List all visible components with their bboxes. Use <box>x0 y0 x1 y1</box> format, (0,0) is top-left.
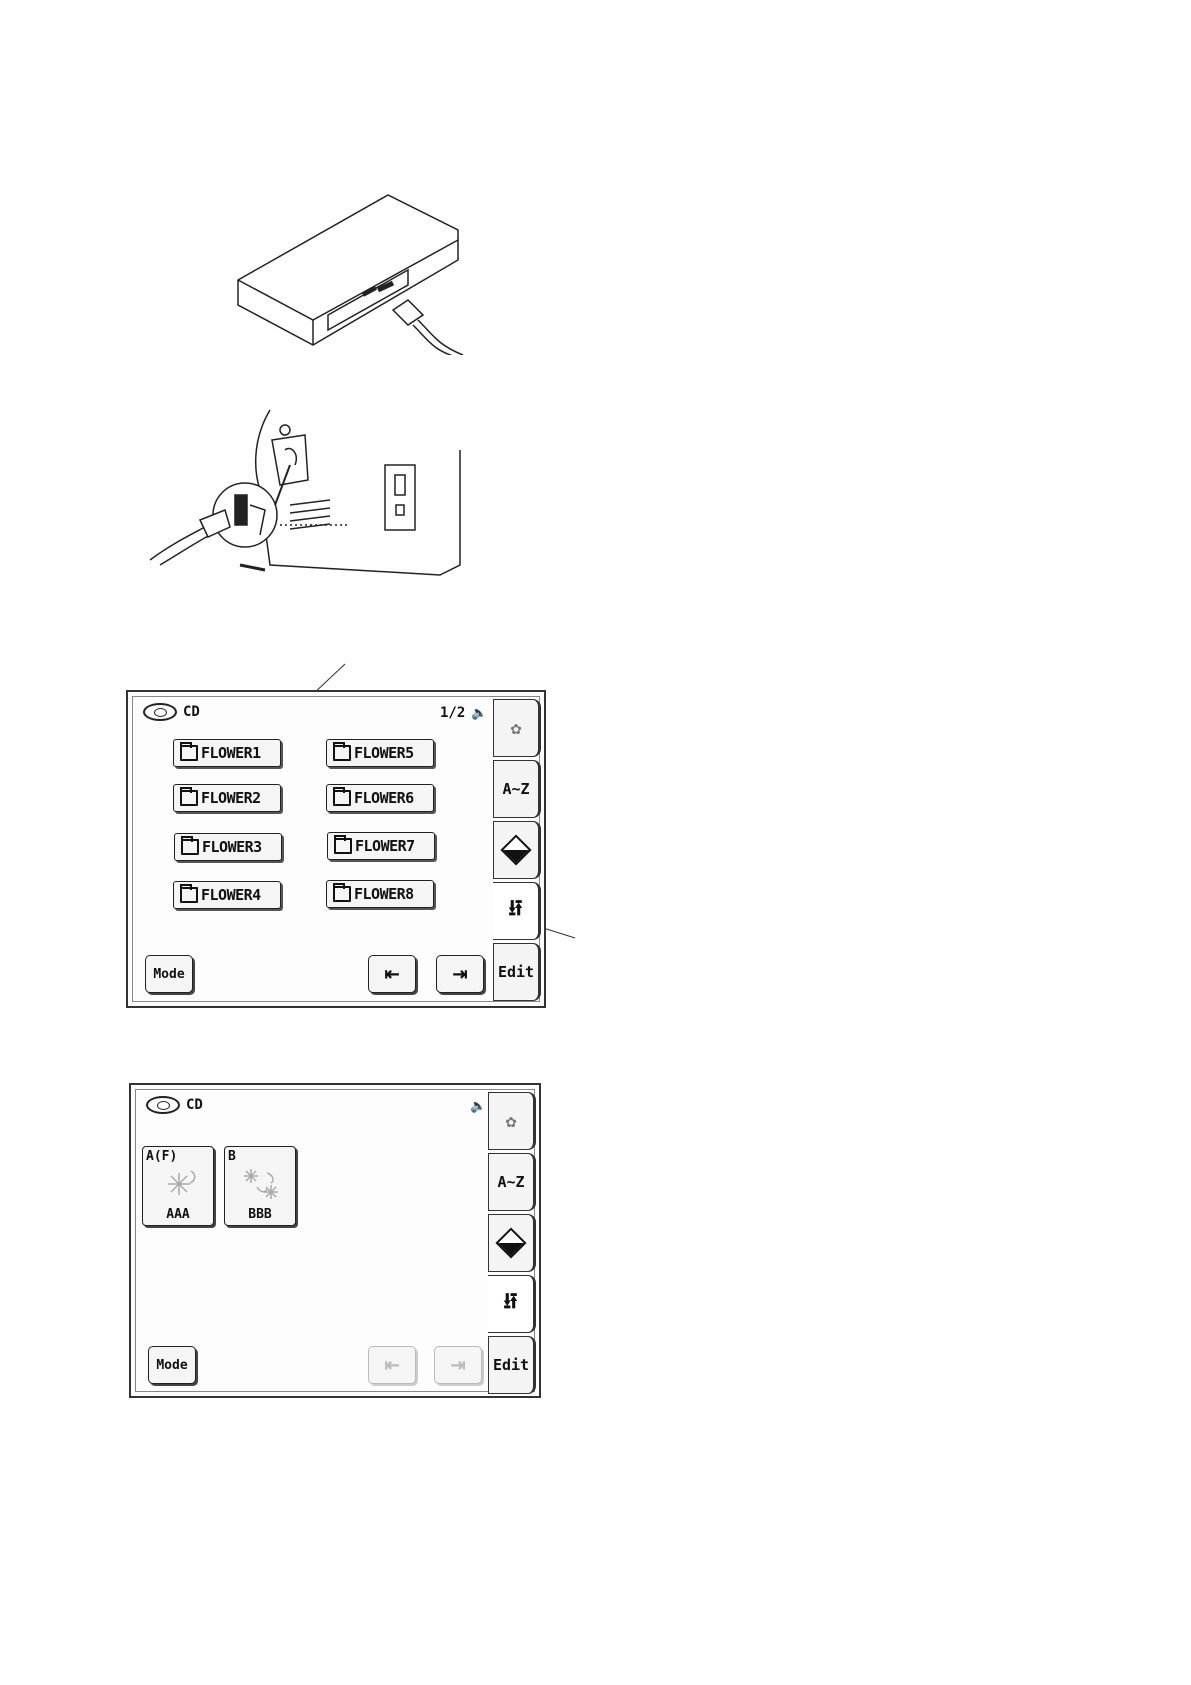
folder-icon <box>333 790 351 806</box>
mode-button[interactable]: Mode <box>145 955 193 993</box>
usb-icon: ⭿ <box>508 892 522 930</box>
page-next-icon: ⇥ <box>450 1355 465 1376</box>
page-next-icon: ⇥ <box>452 964 467 985</box>
cd-icon <box>143 703 177 721</box>
side-tab-bar: ✿ A~Z ⭿ Edit <box>488 1090 536 1391</box>
folder-label: FLOWER3 <box>202 838 262 856</box>
tab-edit[interactable]: Edit <box>488 1336 536 1394</box>
side-tab-bar: ✿ A~Z ⭿ Edit <box>493 697 541 1001</box>
pattern-tag: A(F) <box>146 1149 177 1164</box>
page-next-button[interactable]: ⇥ <box>436 955 484 993</box>
folder-label: FLOWER1 <box>201 744 261 762</box>
pattern-name: AAA <box>143 1207 213 1222</box>
cd-drive-illustration <box>228 185 468 355</box>
folder-label: FLOWER8 <box>354 885 414 903</box>
tab-alphabet[interactable]: A~Z <box>488 1153 536 1211</box>
tab-usb[interactable]: ⭿ <box>493 882 541 940</box>
tab-edit[interactable]: Edit <box>493 943 541 1001</box>
folder-list-screen: CD 1/2 🔈 FLOWER1 FLOWER5 FLOWER2 FLOWER6… <box>126 690 546 1008</box>
folder-label: FLOWER4 <box>201 886 261 904</box>
mode-button[interactable]: Mode <box>148 1346 196 1384</box>
folder-button[interactable]: FLOWER1 <box>173 739 281 767</box>
flower-pattern-icon <box>157 1165 201 1203</box>
folder-button[interactable]: FLOWER3 <box>174 833 282 861</box>
folder-button[interactable]: FLOWER4 <box>173 881 281 909</box>
folder-icon <box>181 839 199 855</box>
drive-indicator: CD <box>146 1096 203 1114</box>
folder-button[interactable]: FLOWER2 <box>173 784 281 812</box>
pattern-tile[interactable]: B BBB <box>224 1146 296 1226</box>
eraser-icon <box>500 834 531 865</box>
tab-alphabet[interactable]: A~Z <box>493 760 541 818</box>
usb-icon: ⭿ <box>503 1285 517 1323</box>
eraser-icon <box>495 1227 526 1258</box>
tab-eraser[interactable] <box>493 821 541 879</box>
cd-icon <box>146 1096 180 1114</box>
speaker-icon[interactable]: 🔈 <box>470 1098 486 1114</box>
embroidery-icon: ✿ <box>511 718 522 739</box>
tab-embroidery[interactable]: ✿ <box>488 1092 536 1150</box>
folder-icon <box>333 745 351 761</box>
page-indicator: 1/2 <box>440 705 465 721</box>
folder-button[interactable]: FLOWER6 <box>326 784 434 812</box>
pattern-list-screen: CD 🔈 A(F) AAA B BBB M <box>129 1083 541 1398</box>
drive-label: CD <box>183 704 200 720</box>
folder-button[interactable]: FLOWER8 <box>326 880 434 908</box>
folder-label: FLOWER7 <box>355 837 415 855</box>
page-prev-icon: ⇤ <box>384 964 399 985</box>
pattern-tag: B <box>228 1149 236 1164</box>
embroidery-icon: ✿ <box>506 1111 517 1132</box>
drive-label: CD <box>186 1097 203 1113</box>
folder-button[interactable]: FLOWER5 <box>326 739 434 767</box>
page-prev-button[interactable]: ⇤ <box>368 1346 416 1384</box>
folder-icon <box>333 886 351 902</box>
folder-label: FLOWER6 <box>354 789 414 807</box>
page-next-button[interactable]: ⇥ <box>434 1346 482 1384</box>
folder-icon <box>180 887 198 903</box>
tab-usb[interactable]: ⭿ <box>488 1275 536 1333</box>
page-prev-button[interactable]: ⇤ <box>368 955 416 993</box>
folder-button[interactable]: FLOWER7 <box>327 832 435 860</box>
tab-embroidery[interactable]: ✿ <box>493 699 541 757</box>
folder-icon <box>180 745 198 761</box>
pattern-name: BBB <box>225 1207 295 1222</box>
pattern-tile[interactable]: A(F) AAA <box>142 1146 214 1226</box>
speaker-icon[interactable]: 🔈 <box>471 705 487 721</box>
tab-eraser[interactable] <box>488 1214 536 1272</box>
folder-icon <box>180 790 198 806</box>
folder-label: FLOWER5 <box>354 744 414 762</box>
drive-indicator: CD <box>143 703 200 721</box>
flower-pattern-icon <box>239 1165 283 1203</box>
folder-label: FLOWER2 <box>201 789 261 807</box>
machine-port-illustration <box>140 395 480 595</box>
page-prev-icon: ⇤ <box>384 1355 399 1376</box>
folder-icon <box>334 838 352 854</box>
